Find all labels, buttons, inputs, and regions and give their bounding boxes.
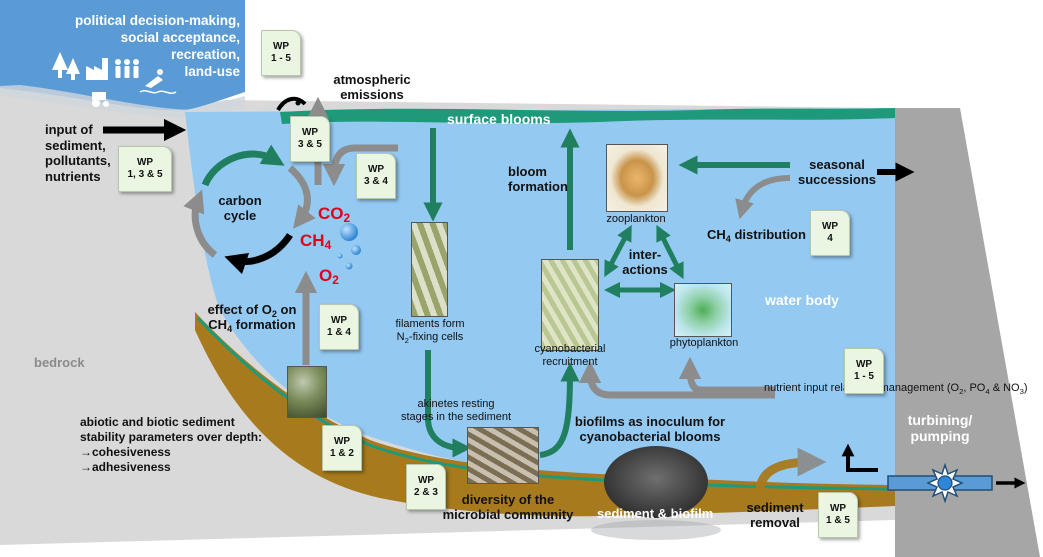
surface-blooms-label: surface blooms [447,111,551,127]
nutrient-to-phytoplankton-arrow [678,356,775,394]
seasonal-label: seasonal successions [797,157,877,187]
diversity-label: diversity of the microbial community [442,492,574,522]
swimmer-top-icon [276,96,307,112]
shore-slope [0,85,245,118]
zooplankton-label: zooplankton [606,213,666,225]
atmospheric-label: atmospheric emissions [333,72,411,102]
recruitment-arrow [539,362,580,458]
carbon-cycle-label: carbon cycle [218,193,262,223]
bubble-3 [345,262,353,270]
akinete-photo [467,427,539,484]
input-label: input of sediment, pollutants, nutrients [45,122,111,184]
emissions-feedback-arrow [322,144,398,187]
carbon-cycle-arrow-right [287,165,316,229]
water-body-label: water body [765,292,839,308]
land-use-area [0,0,245,111]
bloom-formation-label: bloom formation [508,164,568,194]
akinetes-label: akinetes resting stages in the sediment [400,398,512,423]
ch4-label: CH4 [300,231,332,252]
dam-wall [895,108,1040,557]
bubble-2 [351,245,361,255]
seasonal-to-ch4-arrow [735,175,791,220]
co2-label: CO2 [318,204,351,225]
interactions-label: inter- actions [622,247,668,277]
cyanobacteria-photo [541,259,599,351]
sediment-biofilm-label: sediment & biofilm [597,506,714,521]
pump-up-arrow [841,443,878,472]
swimmer-icon [139,69,177,95]
tree-icons [52,52,80,80]
bubble-4 [337,253,343,259]
political-label: political decision-making, social accept… [74,13,240,79]
interaction-right-arrow [656,224,684,280]
sediment-removal-arrow [755,447,827,493]
bubble-1 [340,223,358,241]
bedrock-label: bedrock [34,355,85,370]
cyano-recruitment-label: cyanobacterial recruitment [534,343,606,368]
nutrient-to-recruitment-arrow [578,360,775,399]
turbine-hub [937,475,953,491]
zooplankton-photo [606,144,668,212]
filament-photo [411,222,448,317]
abiotic-label: abiotic and biotic sediment stability pa… [80,415,263,474]
filament-to-sediment-arrow [425,350,472,458]
carbon-cycle-arrow-left [183,189,218,258]
phytoplankton-photo [674,283,732,337]
carbon-cycle-arrow-top [201,144,285,187]
tractor-icon [92,92,109,107]
surface-bloom-band [280,108,895,124]
sediment-organism-photo [287,366,327,418]
carbon-cycle-arrow-bottom [224,232,293,275]
interaction-left-arrow [604,224,632,278]
turbining-label: turbining/ pumping [907,412,973,444]
sediment-layer [195,312,895,517]
biofilm-rock [604,446,708,518]
rock-shadow [591,520,721,540]
ch4-distribution-label: CH4 distribution [707,227,806,244]
biofilms-label: biofilms as inoculum for cyanobacterial … [574,414,726,444]
factory-icon [86,58,108,80]
sediment-removal-label: sediment removal [746,500,804,530]
people-icon [115,59,139,78]
nutrient-input-label: nutrient input related to management (O2… [764,382,1028,396]
o2-label: O2 [319,266,339,287]
phytoplankton-label: phytoplankton [669,337,739,349]
